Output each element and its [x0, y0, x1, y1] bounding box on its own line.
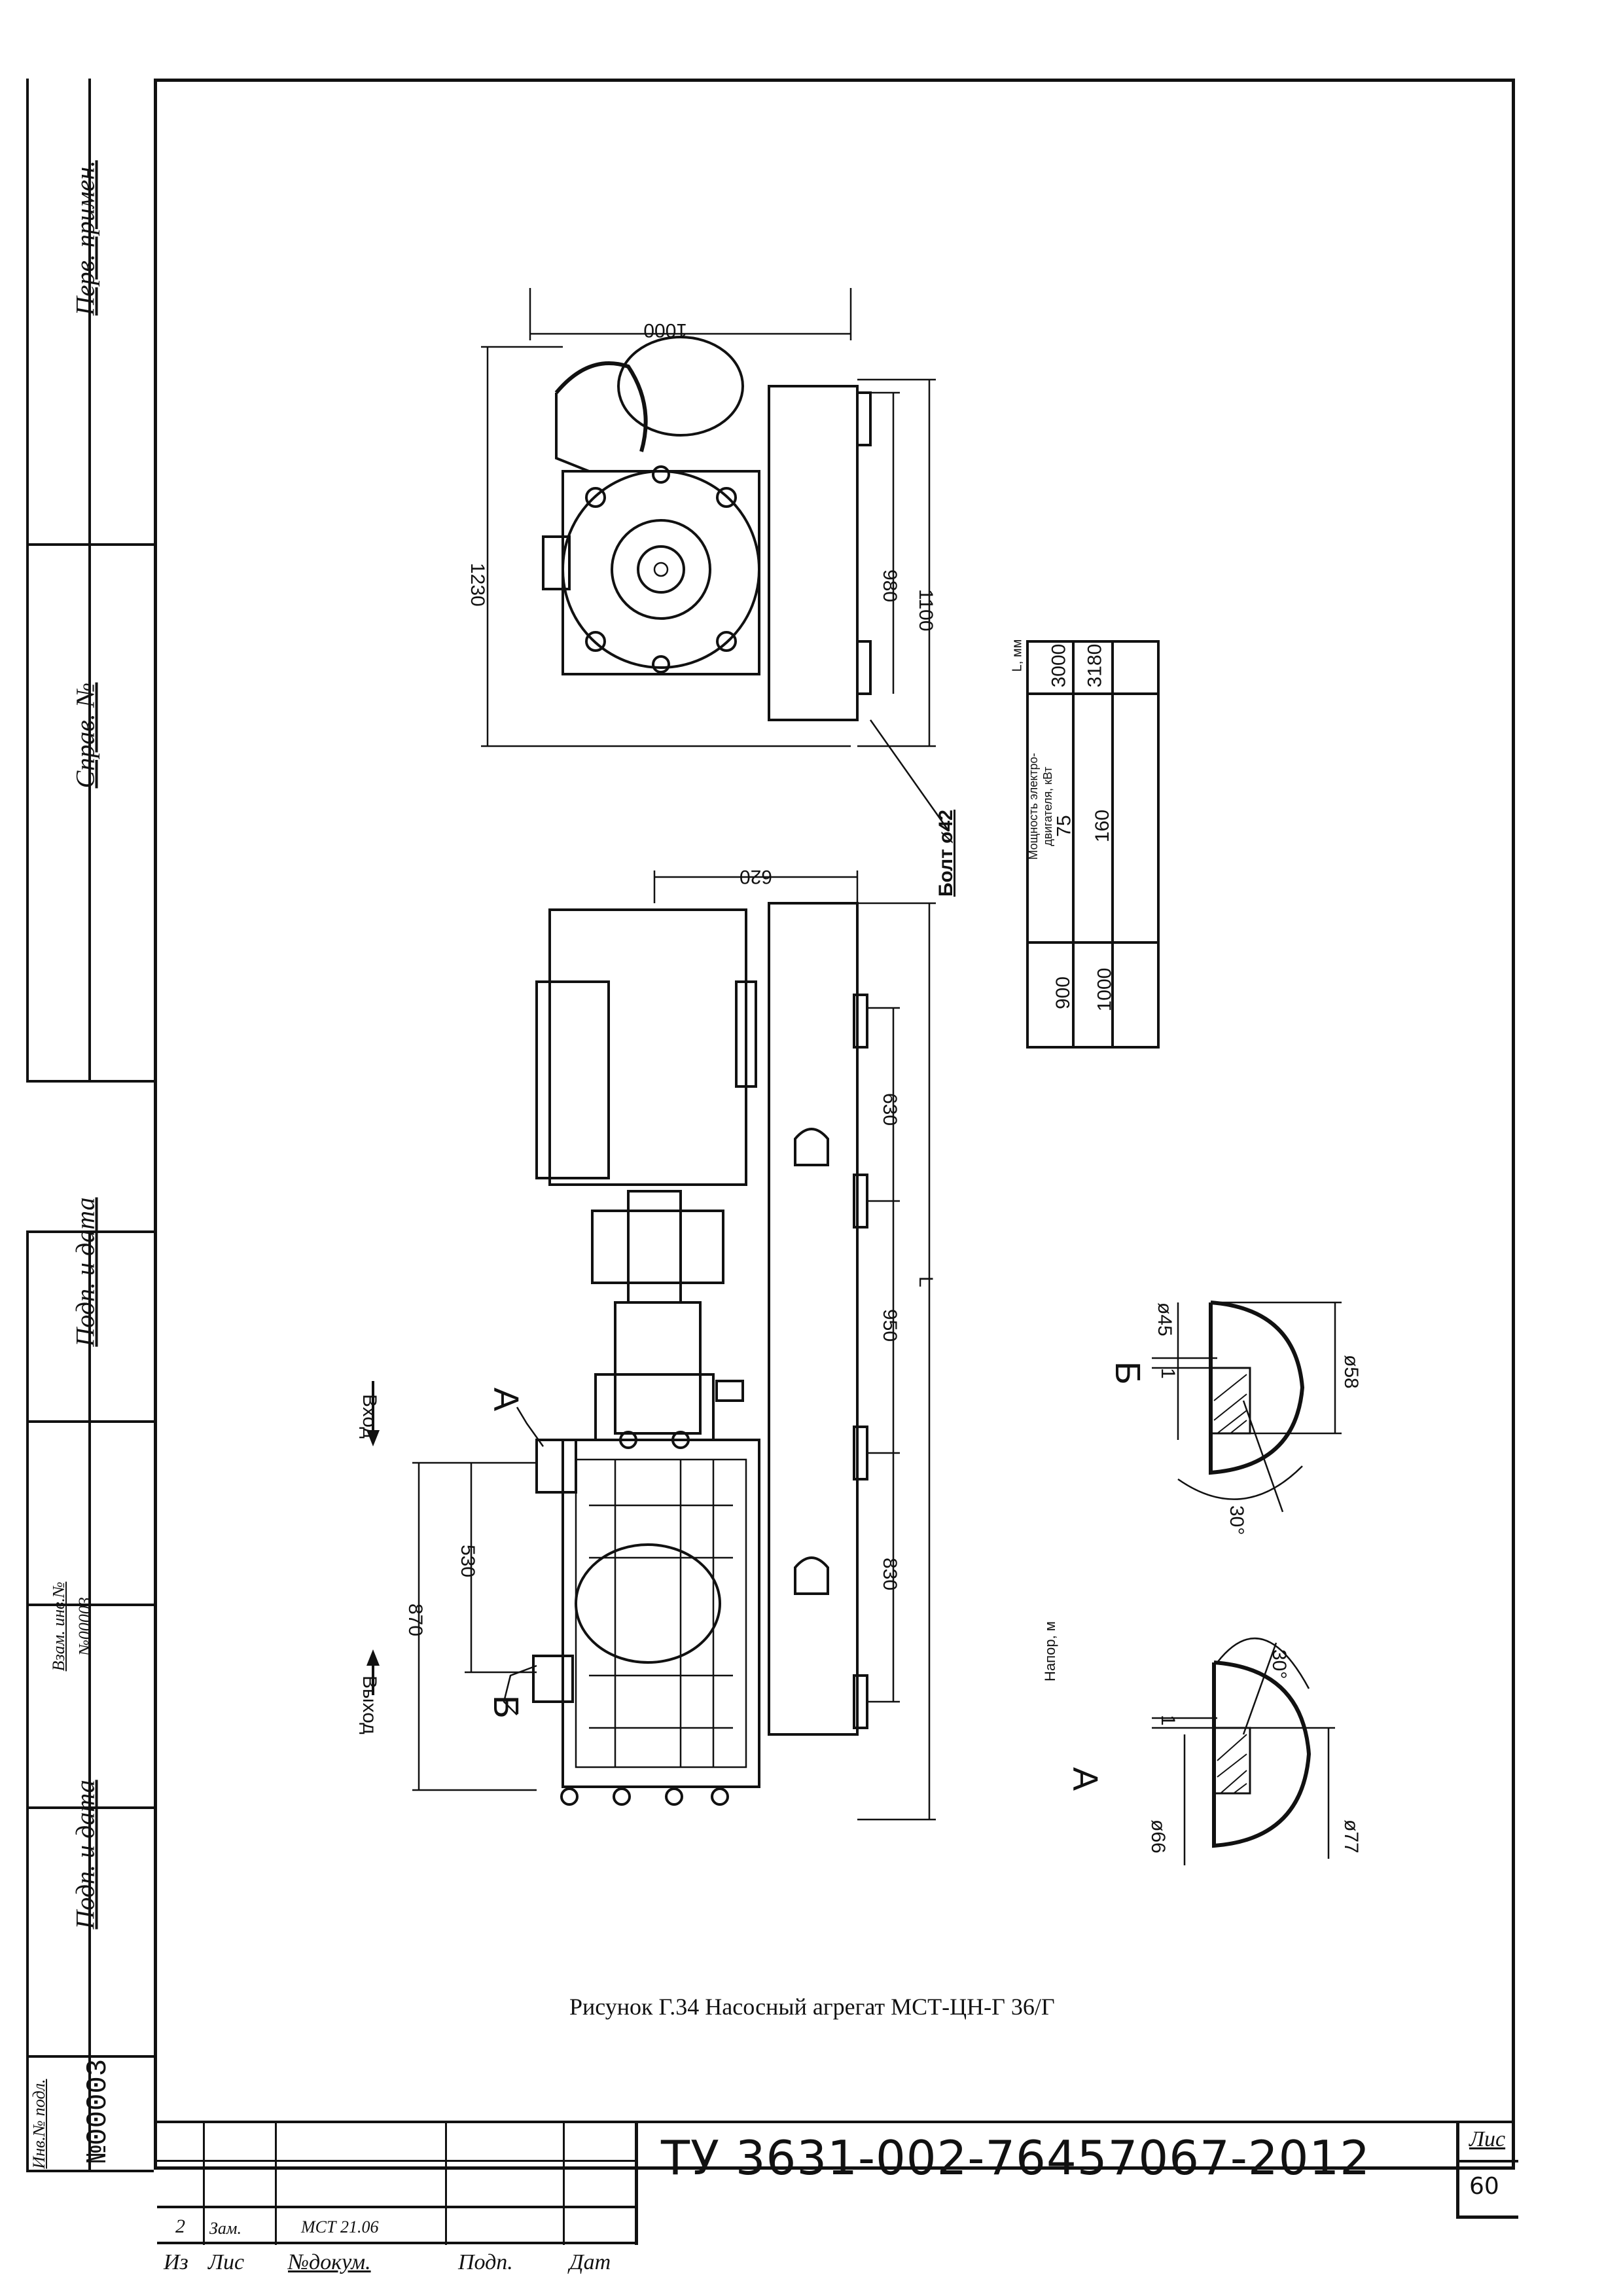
frame-left-line	[154, 79, 157, 2170]
label-A: А	[486, 1388, 526, 1411]
rev-iz: 2	[175, 2215, 185, 2237]
detail-a	[1152, 1637, 1335, 1865]
doc-number: ТУ 3631-002-76457067-2012	[661, 2130, 1371, 2185]
hdr-doc: №докум.	[288, 2250, 371, 2274]
margin-stamp-strip	[26, 79, 154, 2172]
main-view	[366, 870, 936, 1821]
spec-header-L: L, мм	[1010, 639, 1025, 672]
spec-header-power: Мощность электро-двигателя, кВт	[1027, 753, 1054, 860]
detail-b-angle: 30°	[1226, 1505, 1247, 1535]
detail-b-d2: ø58	[1340, 1355, 1362, 1389]
dim-side-980: 980	[879, 569, 901, 602]
hdr-data: Дат	[569, 2250, 611, 2274]
detail-a-d2: ø77	[1340, 1820, 1362, 1854]
frame-top-line	[154, 79, 1515, 82]
sheet-box	[1456, 2121, 1518, 2219]
rev-lis: Зам.	[209, 2219, 241, 2238]
spec-row-1-power: 75	[1053, 815, 1075, 837]
dim-side-1000: 1000	[643, 319, 687, 341]
spec-header-napor: Напор, м	[1042, 1621, 1058, 1681]
title-block	[157, 2121, 1515, 2170]
dim-main-630: 630	[879, 1093, 901, 1126]
spec-row-2-L: 3180	[1084, 643, 1106, 688]
dim-bolt: Болт ø42	[935, 810, 957, 897]
hdr-lis: Лис	[208, 2250, 245, 2274]
sheet-label: Лис	[1469, 2127, 1506, 2151]
detail-b-gap: 1	[1157, 1368, 1179, 1379]
spec-row-1-napor: 900	[1052, 976, 1075, 1010]
detail-a-d1: ø66	[1147, 1820, 1169, 1854]
rev-doc: МСТ 21.06	[301, 2217, 379, 2236]
detail-b-d1: ø45	[1154, 1302, 1175, 1336]
dim-main-L: L	[915, 1276, 936, 1287]
dim-main-870: 870	[404, 1604, 426, 1636]
hdr-podp: Подп.	[458, 2250, 513, 2274]
spec-row-2-napor: 1000	[1094, 967, 1116, 1012]
detail-a-letter: А	[1065, 1767, 1105, 1791]
dim-main-830: 830	[879, 1558, 901, 1590]
sheet-number: 60	[1469, 2173, 1499, 2200]
figure-caption: Рисунок Г.34 Насосный агрегат МСТ-ЦН-Г 3…	[569, 1994, 1055, 2020]
label-vykhod: Выход	[359, 1676, 380, 1734]
hdr-iz: Из	[164, 2250, 188, 2274]
drawing-frame	[154, 79, 1515, 2170]
detail-a-gap: 1	[1157, 1715, 1179, 1726]
title-block-revision-area	[157, 2121, 638, 2245]
dim-main-620: 620	[740, 866, 772, 888]
side-view	[481, 288, 950, 832]
dim-side-1100: 1100	[915, 589, 936, 632]
detail-b-letter: Б	[1108, 1361, 1147, 1384]
spec-table: Напор, м Мощность электро-двигателя, кВт…	[1010, 639, 1158, 1681]
detail-b	[1152, 1300, 1342, 1513]
spec-row-1-L: 3000	[1048, 643, 1070, 688]
dim-main-530: 530	[457, 1545, 478, 1577]
detail-a-angle: 30°	[1268, 1649, 1290, 1679]
spec-table-grid	[1026, 640, 1160, 1049]
dim-main-950: 950	[879, 1309, 901, 1342]
label-vkhod: Вход	[359, 1394, 380, 1439]
label-B: Б	[486, 1695, 526, 1718]
spec-row-2-power: 160	[1092, 809, 1114, 843]
dim-side-1230: 1230	[467, 563, 488, 607]
